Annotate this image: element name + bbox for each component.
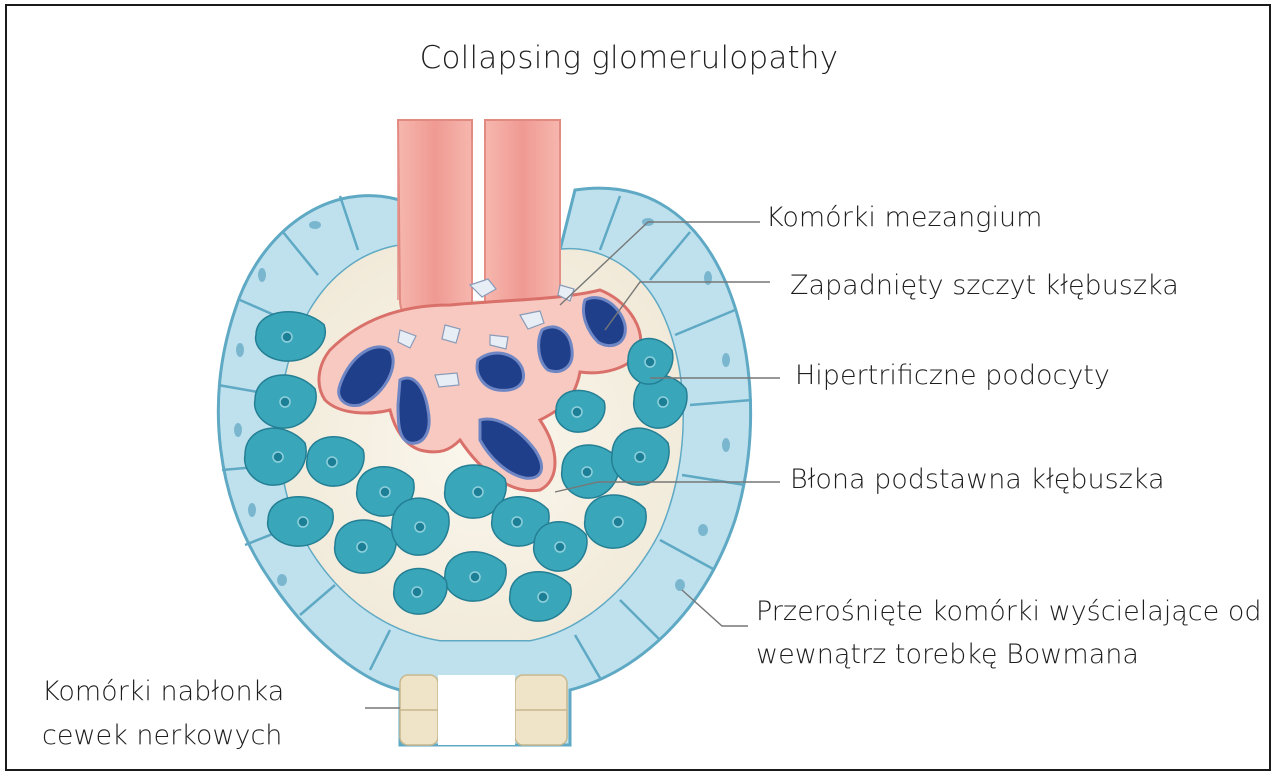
label-collapsed-tuft: Zapadnięty szczyt kłębuszka — [790, 268, 1179, 304]
podocyte-nucleus — [658, 397, 668, 407]
podocyte-nucleus — [555, 542, 565, 552]
podocyte-nucleus — [380, 487, 390, 497]
podocyte-nucleus — [635, 452, 645, 462]
label-parietal-cells-line1: Przerośnięte komórki wyścielające od — [756, 594, 1262, 630]
podocyte-nucleus — [645, 357, 655, 367]
podocyte-nucleus — [572, 407, 582, 417]
podocyte-nucleus — [470, 572, 480, 582]
podocyte-nucleus — [298, 517, 308, 527]
label-mesangial-cells: Komórki mezangium — [766, 200, 1042, 236]
label-tubular-epithelium-line2: cewek nerkowych — [42, 718, 282, 754]
label-parietal-cells-line2: wewnątrz torebkę Bowmana — [756, 637, 1139, 673]
podocyte-nucleus — [282, 332, 292, 342]
podocyte-nucleus — [582, 467, 592, 477]
label-hypertrophic-podocytes: Hipertrificzne podocyty — [795, 358, 1110, 394]
podocyte-nucleus — [415, 522, 425, 532]
label-tubular-epithelium-line1: Komórki nabłonka — [42, 674, 284, 710]
podocyte-nucleus — [613, 517, 623, 527]
label-glomerular-basement-membrane: Błona podstawna kłębuszka — [790, 462, 1165, 498]
podocyte-nucleus — [512, 517, 522, 527]
podocyte-nucleus — [412, 587, 422, 597]
podocyte-nucleus — [273, 452, 283, 462]
podocyte-nucleus — [357, 542, 367, 552]
podocyte-nucleus — [280, 397, 290, 407]
tubule-epithelium — [400, 675, 567, 745]
podocyte-nucleus — [538, 592, 548, 602]
podocyte-nucleus — [327, 457, 337, 467]
podocyte-nucleus — [473, 487, 483, 497]
